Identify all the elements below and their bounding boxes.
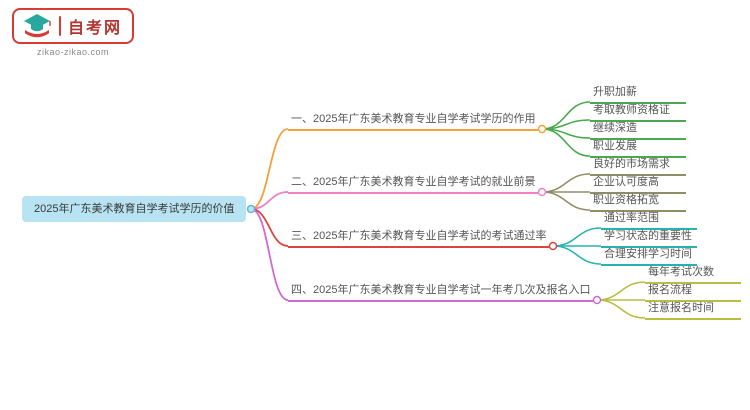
leaf-node: 报名流程 bbox=[645, 283, 741, 302]
connector-line bbox=[541, 173, 591, 193]
branch-topic: 四、2025年广东美术教育专业自学考试一年考几次及报名入口 bbox=[288, 283, 594, 302]
leaf-node: 企业认可度高 bbox=[590, 175, 686, 194]
leaf-node: 职业资格拓宽 bbox=[590, 193, 686, 212]
leaf-node: 学习状态的重要性 bbox=[601, 229, 697, 248]
leaf-node: 每年考试次数 bbox=[645, 265, 741, 284]
connector-line bbox=[552, 245, 602, 265]
logo-box: 自考网 bbox=[12, 8, 135, 44]
leaf-node: 通过率范围 bbox=[601, 211, 697, 230]
site-name: 自考网 bbox=[68, 20, 123, 37]
graduation-cap-icon bbox=[24, 14, 51, 38]
connector-line bbox=[250, 128, 289, 210]
leaf-node: 继续深造 bbox=[590, 121, 686, 140]
leaf-node: 职业发展 bbox=[590, 139, 686, 158]
branch-topic: 三、2025年广东美术教育专业自学考试的考试通过率 bbox=[288, 229, 550, 248]
node-dot bbox=[537, 124, 547, 134]
node-dot bbox=[246, 204, 256, 214]
site-url: zikao-zikao.com bbox=[36, 47, 110, 57]
connector-line bbox=[541, 191, 591, 211]
branch-topic: 二、2025年广东美术教育专业自学考试的就业前景 bbox=[288, 175, 539, 194]
connector-line bbox=[552, 227, 602, 247]
connector-line bbox=[596, 299, 646, 319]
leaf-node: 合理安排学习时间 bbox=[601, 247, 697, 266]
logo-divider bbox=[59, 16, 61, 36]
leaf-node: 升职加薪 bbox=[590, 85, 686, 104]
leaf-node: 良好的市场需求 bbox=[590, 157, 686, 176]
connector-line bbox=[250, 208, 289, 301]
connector-line bbox=[596, 281, 646, 301]
site-logo[interactable]: 自考网 zikao-zikao.com bbox=[12, 8, 135, 57]
leaf-node: 考取教师资格证 bbox=[590, 103, 686, 122]
connector-line bbox=[541, 128, 591, 157]
mindmap-root-node: 2025年广东美术教育自学考试学历的价值 bbox=[22, 196, 247, 222]
node-dot bbox=[548, 241, 558, 251]
branch-topic: 一、2025年广东美术教育专业自学考试学历的作用 bbox=[288, 112, 539, 131]
node-dot bbox=[537, 187, 547, 197]
connector-line bbox=[250, 208, 289, 247]
node-dot bbox=[592, 295, 602, 305]
leaf-node: 注意报名时间 bbox=[645, 301, 741, 320]
